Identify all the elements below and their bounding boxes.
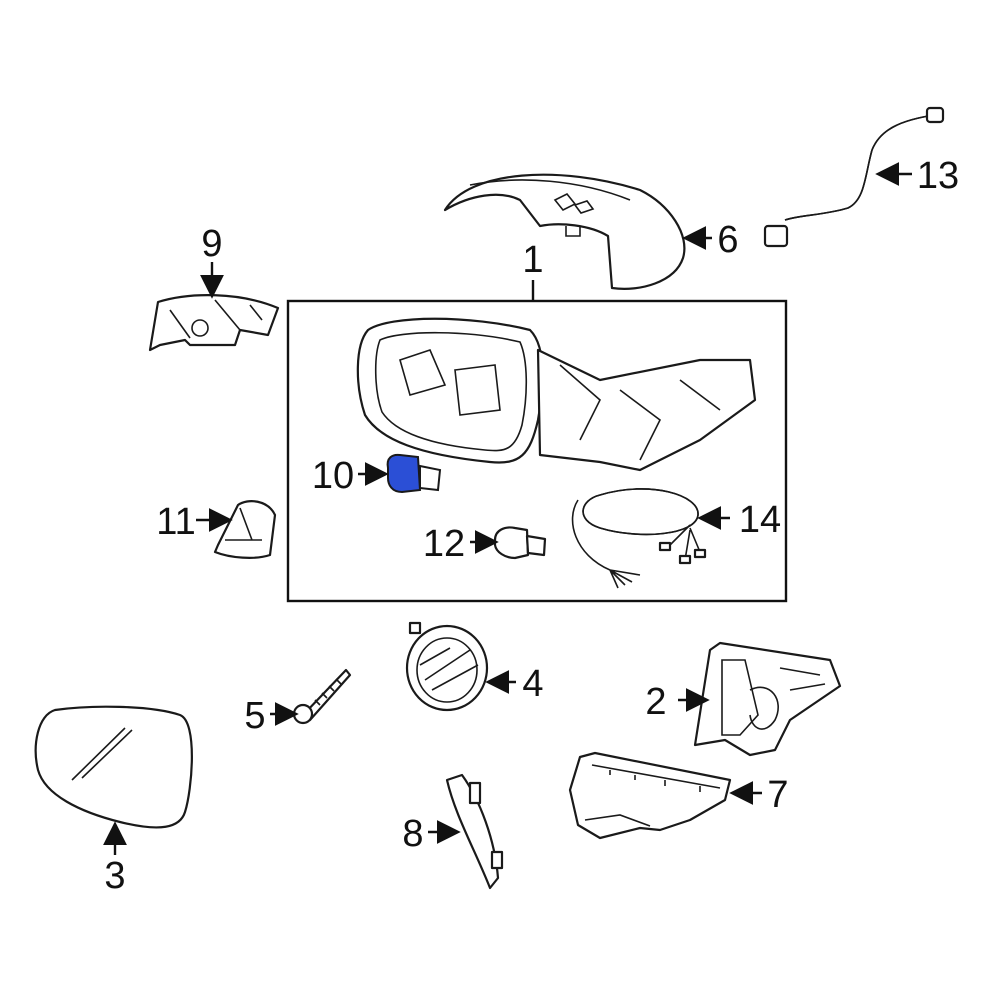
socket-part-12[interactable] [493,526,547,560]
callout-14[interactable]: 14 [739,499,781,541]
mirror-cap-part-6[interactable] [443,173,686,290]
lower-cover-part-7[interactable] [568,751,732,840]
mirror-glass-part-3[interactable] [34,705,193,829]
callout-11[interactable]: 11 [156,501,195,543]
callout-5[interactable]: 5 [244,695,265,737]
callout-4[interactable]: 4 [522,663,543,705]
trim-strip-part-8[interactable] [445,773,504,890]
screw-part-5[interactable] [292,668,352,725]
callout-9[interactable]: 9 [201,223,222,265]
callout-6[interactable]: 6 [717,219,738,261]
callout-3[interactable]: 3 [104,855,125,897]
bulb-part-10-highlighted[interactable] [386,453,442,494]
cover-part-11[interactable] [213,500,277,559]
callout-10[interactable]: 10 [312,455,354,497]
callout-8[interactable]: 8 [402,813,423,855]
callout-13[interactable]: 13 [917,155,959,197]
housing-part-9[interactable] [148,294,280,352]
wiring-loop-part-14[interactable] [571,488,707,589]
callout-1[interactable]: 1 [522,239,543,281]
callout-7[interactable]: 7 [767,774,788,816]
motor-part-4[interactable] [405,621,489,712]
bracket-part-2[interactable] [693,641,842,757]
callout-2[interactable]: 2 [645,681,666,723]
callout-12[interactable]: 12 [423,523,465,565]
wiring-harness-part-13[interactable] [763,106,945,248]
mirror-frame-assembly[interactable] [356,317,757,472]
